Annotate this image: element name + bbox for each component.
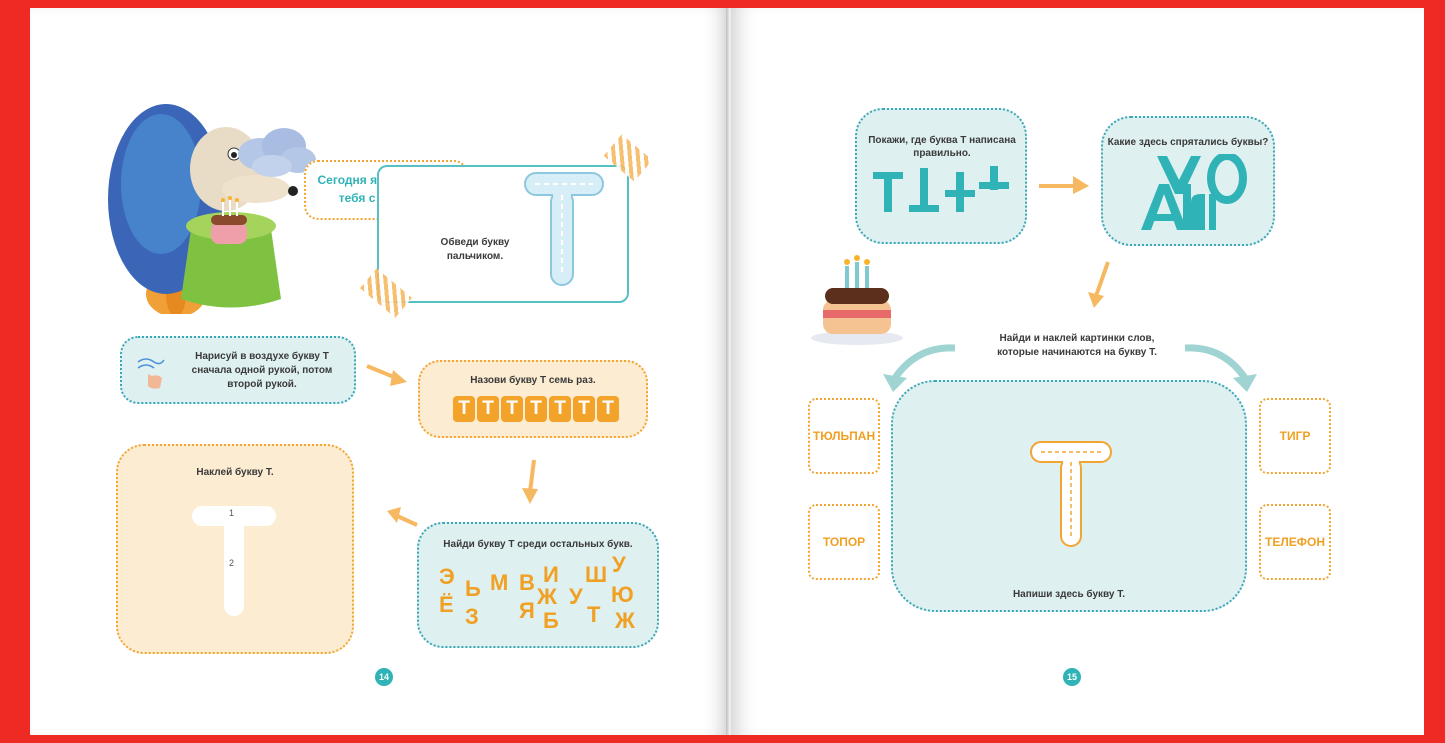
hidden-letters-bubble: Какие здесь спрятались буквы? <box>1101 116 1275 246</box>
sticker-area: Наклей букву Т. 1 2 <box>116 444 354 654</box>
stroke-number-2: 2 <box>229 558 235 568</box>
t-variants[interactable] <box>871 162 1021 222</box>
letter-option[interactable]: Т <box>587 602 601 627</box>
word-box[interactable]: ТЮЛЬПАН <box>808 398 880 474</box>
arrow-left-icon <box>387 507 418 527</box>
air-drawing-bubble: Нарисуй в воздухе букву Т сначала одной … <box>120 336 356 404</box>
letter-option[interactable]: Б <box>543 608 559 633</box>
arrow-down-icon <box>522 459 538 504</box>
book-spine <box>726 8 734 735</box>
letter-option[interactable]: У <box>569 584 583 609</box>
letter-option[interactable]: Ь <box>465 576 481 601</box>
t-tile[interactable]: Т <box>549 396 571 422</box>
letter-option[interactable]: Ж <box>537 584 557 609</box>
trace-instruction: Обведи букву пальчиком. <box>440 237 510 262</box>
curved-arrow-left-icon <box>883 344 956 392</box>
arrow-right-icon <box>1039 176 1089 194</box>
sticker-instruction: Наклей букву Т. <box>196 467 274 478</box>
letter-option[interactable]: У <box>612 552 626 577</box>
write-letter-t <box>1030 441 1112 547</box>
letter-option[interactable]: Ж <box>615 608 635 633</box>
t-tile[interactable]: Т <box>597 396 619 422</box>
air-instruction: Нарисуй в воздухе букву Т сначала одной … <box>191 351 333 390</box>
letter-option[interactable]: Ю <box>611 582 634 607</box>
arrow-down-icon <box>1088 261 1110 308</box>
letter-option[interactable]: В <box>519 570 535 595</box>
t-tile[interactable]: Т <box>525 396 547 422</box>
left-page: Сегодня я познакомлю тебя с буквой Т. Об… <box>30 8 730 735</box>
word-box[interactable]: ТЕЛЕФОН <box>1259 504 1331 580</box>
t-tile[interactable]: Т <box>573 396 595 422</box>
find-words-instruction: Найди и наклей картинки слов, которые на… <box>997 333 1157 358</box>
show-instruction: Покажи, где буква Т написана правильно. <box>868 135 1016 159</box>
find-instruction: Найди букву Т среди остальных букв. <box>443 539 633 550</box>
word-box[interactable]: ТИГР <box>1259 398 1331 474</box>
hand-icon <box>137 358 165 389</box>
letter-option[interactable]: Я <box>519 598 535 623</box>
letter-option[interactable]: З <box>465 604 479 629</box>
page-number-right: 15 <box>1063 668 1081 686</box>
sticker-letter-t[interactable] <box>190 504 280 618</box>
t-tile[interactable]: Т <box>477 396 499 422</box>
hedgehog-illustration <box>108 104 298 314</box>
t-tile[interactable]: Т <box>453 396 475 422</box>
name-instruction: Назови букву Т семь раз. <box>470 375 596 386</box>
page-number-left: 14 <box>375 668 393 686</box>
show-correct-bubble: Покажи, где буква Т написана правильно. <box>855 108 1027 244</box>
write-area[interactable]: Напиши здесь букву Т. <box>891 380 1247 612</box>
cake-illustration <box>811 255 903 345</box>
write-instruction: Напиши здесь букву Т. <box>1012 589 1126 600</box>
find-letter-bubble: Найди букву Т среди остальных букв. Э Ь … <box>417 522 659 648</box>
letter-option[interactable]: Э <box>439 564 455 589</box>
trace-letter-t[interactable] <box>523 171 607 289</box>
t-tile[interactable]: Т <box>501 396 523 422</box>
right-page: Покажи, где буква Т написана правильно. … <box>731 8 1424 735</box>
cloud-illustration <box>238 128 316 177</box>
letter-option[interactable]: И <box>543 562 559 587</box>
letter-option[interactable]: Ё <box>439 592 454 617</box>
letter-option[interactable]: М <box>490 570 509 595</box>
overlapping-letters[interactable] <box>1139 154 1249 234</box>
stroke-number-1: 1 <box>229 508 235 518</box>
letter-option[interactable]: Ш <box>585 562 608 587</box>
hidden-instruction: Какие здесь спрятались буквы? <box>1107 137 1269 148</box>
curved-arrow-right-icon <box>1184 344 1257 392</box>
word-box[interactable]: ТОПОР <box>808 504 880 580</box>
arrow-right-icon <box>366 364 407 386</box>
